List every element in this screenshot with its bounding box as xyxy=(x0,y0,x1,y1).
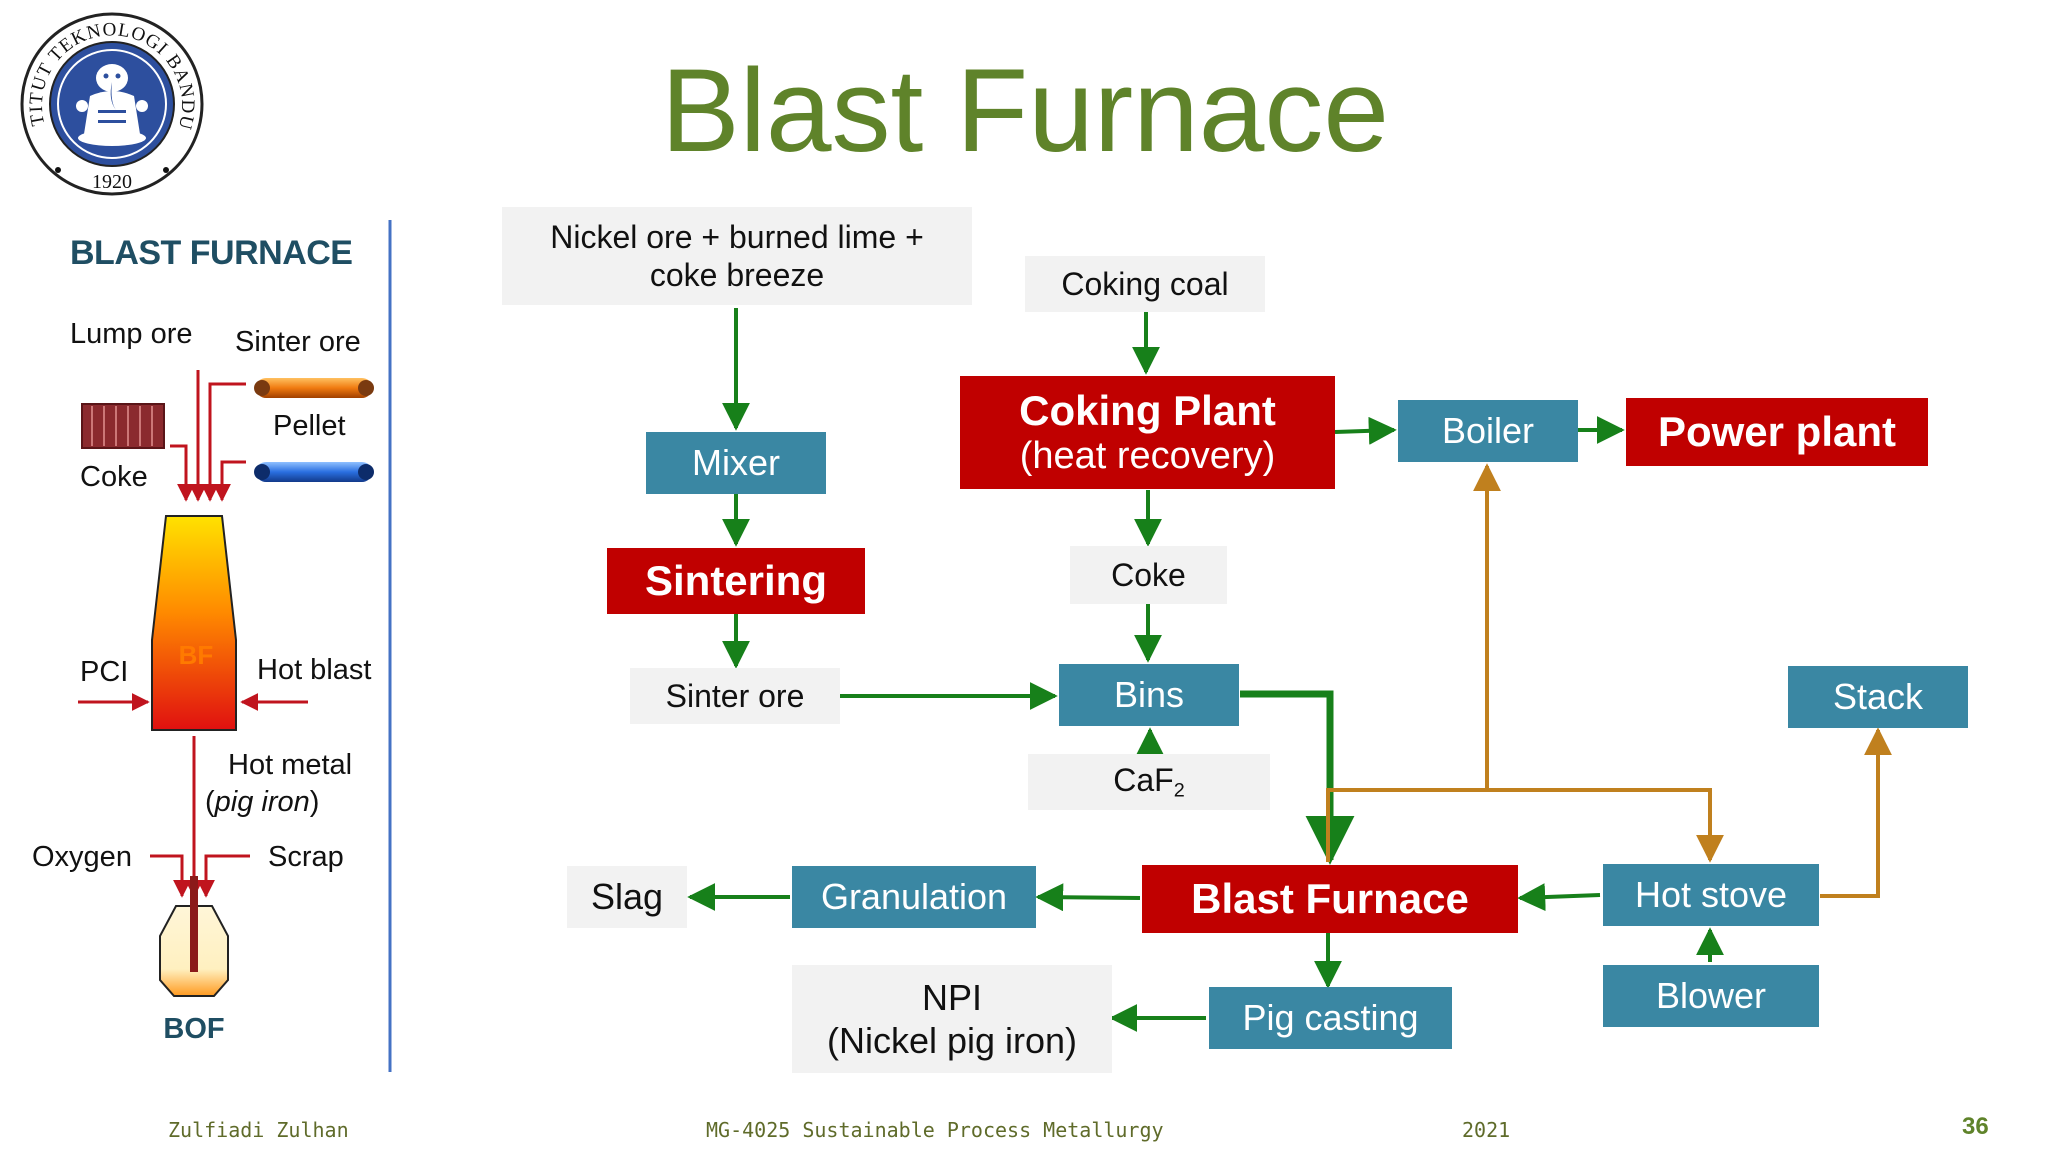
pci-label: PCI xyxy=(80,656,129,688)
npi-box: NPI(Nickel pig iron) xyxy=(792,965,1112,1073)
pellet-label: Pellet xyxy=(273,410,346,442)
bins-box: Bins xyxy=(1059,664,1239,726)
footer-course: MG-4025 Sustainable Process Metallurgy xyxy=(706,1118,1164,1142)
footer-author: Zulfiadi Zulhan xyxy=(168,1118,349,1142)
arrow-plant-to-boiler xyxy=(1334,416,1397,445)
pig-iron-label: (pig iron) xyxy=(205,786,320,818)
nickel-ore-box: Nickel ore + burned lime +coke breeze xyxy=(502,207,972,305)
sinter-conveyor-icon xyxy=(254,378,374,398)
blast-furnace-box: Blast Furnace xyxy=(1142,865,1518,933)
coke-box: Coke xyxy=(1070,546,1227,604)
lump-ore-label: Lump ore xyxy=(70,318,193,350)
sinter-ore-box: Sinter ore xyxy=(630,668,840,724)
coking-coal-box: Coking coal xyxy=(1025,256,1265,312)
page-number: 36 xyxy=(1962,1113,1989,1140)
arrow-stove-to-stack xyxy=(1820,727,1892,898)
coke-pile-icon xyxy=(81,403,165,449)
oxygen-label: Oxygen xyxy=(32,841,132,873)
hot-metal-label: Hot metal xyxy=(228,749,353,781)
hot-stove-box: Hot stove xyxy=(1603,864,1819,926)
boiler-box: Boiler xyxy=(1398,400,1578,462)
arrow-stove-to-bf xyxy=(1517,883,1601,912)
scrap-label: Scrap xyxy=(268,841,344,873)
bof-label: BOF xyxy=(163,1013,224,1045)
itb-logo: INSTITUT TEKNOLOGI BANDUNG 1920 xyxy=(18,10,204,196)
side-panel-heading: BLAST FURNACE xyxy=(70,234,353,272)
power-plant-box: Power plant xyxy=(1626,398,1928,466)
oxygen-lance-icon xyxy=(190,876,198,972)
caf2-box: CaF2 xyxy=(1028,754,1270,810)
blast-furnace-shape xyxy=(151,515,237,731)
arrow-bf-gas-to-stove xyxy=(1326,788,1724,863)
logo-year: 1920 xyxy=(92,171,132,193)
slag-box: Slag xyxy=(567,866,687,928)
stack-box: Stack xyxy=(1788,666,1968,728)
ganesha-emblem-icon xyxy=(76,64,148,146)
sintering-box: Sintering xyxy=(607,548,865,614)
pellet-conveyor-icon xyxy=(254,462,374,482)
blower-box: Blower xyxy=(1603,965,1819,1027)
footer-year: 2021 xyxy=(1462,1118,1511,1142)
granulation-box: Granulation xyxy=(792,866,1036,928)
bf-label: BF xyxy=(179,640,214,670)
coke-side-label: Coke xyxy=(80,461,148,493)
mixer-box: Mixer xyxy=(646,432,826,494)
sinter-ore-side-label: Sinter ore xyxy=(235,326,361,358)
coking-plant-box: Coking Plant(heat recovery) xyxy=(960,376,1335,489)
hot-blast-label: Hot blast xyxy=(257,654,372,686)
arrow-bf-to-granulation xyxy=(1035,883,1141,912)
slide-title: Blast Furnace xyxy=(661,45,1389,177)
pig-casting-box: Pig casting xyxy=(1209,987,1452,1049)
